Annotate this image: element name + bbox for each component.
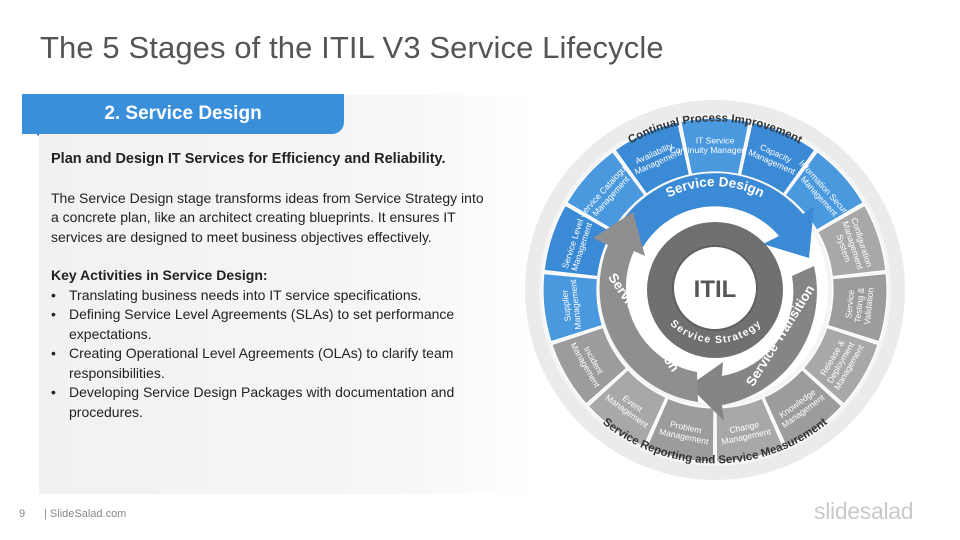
process-segment: [680, 117, 750, 176]
itil-label: ITIL: [694, 276, 737, 303]
activity-item: Creating Operational Level Agreements (O…: [51, 344, 491, 383]
slidesalad-logo: slidesalad: [814, 498, 914, 524]
activity-item: Defining Service Level Agreements (SLAs)…: [51, 305, 491, 344]
itil-core: [672, 245, 758, 331]
process-segment: [543, 204, 614, 278]
activity-item: Developing Service Design Packages with …: [51, 383, 491, 422]
process-segment: [587, 368, 667, 448]
process-segment: [826, 272, 888, 343]
process-segment: [614, 121, 691, 195]
activities-list: Translating business needs into IT servi…: [51, 286, 491, 423]
process-segment: [802, 326, 879, 405]
process-segment: [645, 397, 715, 463]
service-transition-arrow: [689, 266, 817, 421]
process-segment-label: ServiceTesting &Validation: [843, 285, 876, 325]
process-segment: [551, 326, 628, 405]
process-segment: [816, 204, 887, 278]
section-content: Plan and Design IT Services for Efficien…: [51, 150, 491, 422]
activity-item: Translating business needs into IT servi…: [51, 286, 491, 306]
service-design-arrow: [616, 173, 814, 258]
service-operation-arrow: [593, 212, 698, 402]
process-segment: [784, 150, 865, 231]
section-description: The Service Design stage transforms idea…: [51, 189, 484, 245]
process-segment: [715, 397, 785, 463]
process-segment: [763, 368, 843, 448]
process-segment: [542, 272, 604, 343]
page-number: 9: [19, 508, 26, 520]
section-lead: Plan and Design IT Services for Efficien…: [51, 151, 446, 167]
slide-title: The 5 Stages of the ITIL V3 Service Life…: [40, 30, 664, 65]
activities-title: Key Activities in Service Design:: [51, 267, 268, 283]
stage-tab: 2. Service Design: [22, 94, 344, 134]
process-segment: [739, 121, 816, 195]
footer-brand: | SlideSalad.com: [44, 508, 127, 520]
